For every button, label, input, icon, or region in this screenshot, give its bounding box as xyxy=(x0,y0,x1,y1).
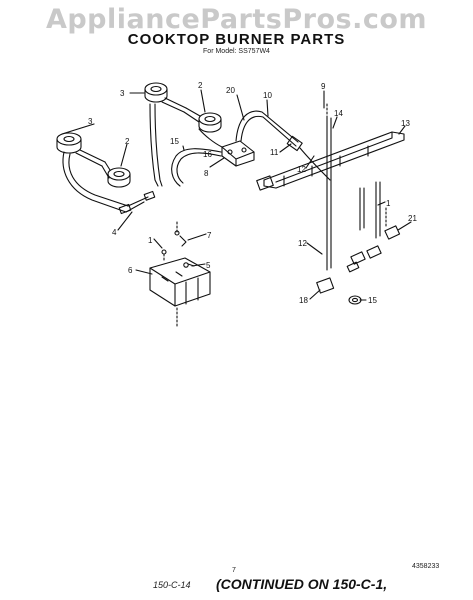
callout-1: 1 xyxy=(148,236,153,245)
tube-16 xyxy=(171,148,222,187)
callout-3: 3 xyxy=(120,89,125,98)
callout-21: 21 xyxy=(408,214,417,223)
callout-16: 16 xyxy=(203,150,212,159)
callout-11: 11 xyxy=(270,148,279,157)
document-part-number: 4358233 xyxy=(412,563,440,570)
nut-15 xyxy=(348,295,362,305)
callout-6: 6 xyxy=(128,266,133,275)
burner-front-right xyxy=(101,161,131,188)
callout-5: 5 xyxy=(206,261,211,270)
burner-tube-rear-left xyxy=(149,103,159,187)
callout-15: 15 xyxy=(170,137,179,146)
callout-13: 13 xyxy=(401,119,410,128)
callout-8: 8 xyxy=(204,169,209,178)
fitting-11 xyxy=(286,135,303,152)
callout-18: 18 xyxy=(299,296,308,305)
continued-note: (CONTINUED ON 150-C-1, xyxy=(216,576,388,592)
callout-3: 3 xyxy=(88,117,93,126)
diagram-title: COOKTOP BURNER PARTS xyxy=(127,31,346,48)
burner-rear-right xyxy=(183,107,222,133)
model-subtitle: For Model: SS757W4 xyxy=(203,48,270,55)
callout-4: 4 xyxy=(112,228,117,237)
callout-20: 20 xyxy=(226,86,235,95)
callout-15: 15 xyxy=(368,296,377,305)
callout-2: 2 xyxy=(125,137,130,146)
callout-12: 12 xyxy=(297,165,306,174)
mounting-bracket xyxy=(149,257,211,307)
tube-20 xyxy=(235,110,299,143)
callout-7: 7 xyxy=(207,231,212,240)
callout-14: 14 xyxy=(334,109,343,118)
tube-9 xyxy=(326,117,332,271)
fitting-21 xyxy=(384,225,401,240)
callout-2: 2 xyxy=(198,81,203,90)
manifold-pipe xyxy=(256,131,405,191)
callout-12: 12 xyxy=(298,239,307,248)
callout-10: 10 xyxy=(263,91,272,100)
page-number: 7 xyxy=(232,567,236,574)
handwritten-reference: 150-C-14 xyxy=(153,580,191,590)
callout-1: 1 xyxy=(386,199,391,208)
watermark: AppliancePartsPros.com xyxy=(45,4,428,35)
burner-front-left xyxy=(56,132,106,167)
valve-assembly xyxy=(221,140,255,167)
fitting-18 xyxy=(316,277,335,294)
burner-tube-front xyxy=(62,151,127,213)
callout-9: 9 xyxy=(321,82,326,91)
burner-rear-left xyxy=(144,82,187,113)
